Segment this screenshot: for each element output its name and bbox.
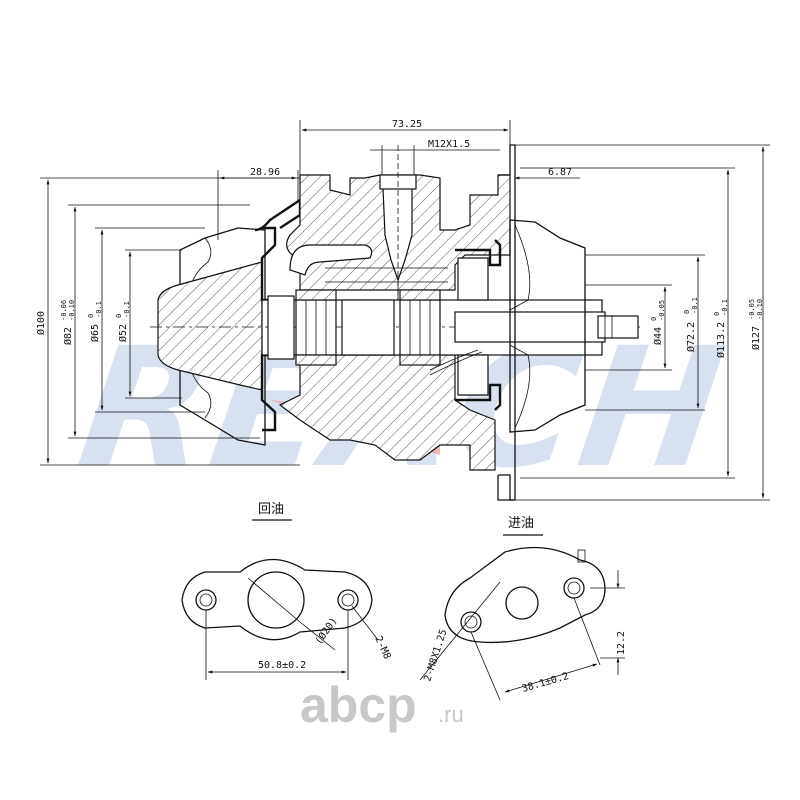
dim-d113: Ø113.2 xyxy=(715,322,727,358)
inlet-flange-height: 12.2 xyxy=(616,631,627,655)
dim-d113-tol-up: 0 xyxy=(713,312,721,316)
inlet-flange-title: 进油 xyxy=(508,516,534,531)
dim-d72-tol-up: 0 xyxy=(683,310,691,314)
dim-d65-tol-dn: -0.1 xyxy=(95,301,103,318)
dim-d52-tol-up: 0 xyxy=(115,314,123,318)
dim-d100: Ø100 xyxy=(35,311,47,335)
return-flange-title: 回油 xyxy=(258,502,284,517)
brand-logo-text: abcp xyxy=(300,677,417,733)
inlet-oil-flange: 进油 xyxy=(419,516,625,701)
dim-d127: Ø127 xyxy=(750,326,762,350)
inlet-flange-spacing: 38.1±0.2 xyxy=(521,671,570,695)
inlet-flange-bolt: 2-M8X1.25 xyxy=(422,628,449,683)
cartridge-section xyxy=(150,144,640,501)
dim-d44-tol-dn: -0.05 xyxy=(658,300,666,321)
dim-d82: Ø82 xyxy=(62,327,74,345)
dim-d127-tol-up: -0.05 xyxy=(748,299,756,320)
return-flange-bolt: 2-M8 xyxy=(372,635,392,661)
dim-d44-tol-up: 0 xyxy=(650,317,658,321)
return-flange-spacing: 50.8±0.2 xyxy=(258,660,306,671)
dim-right-offset: 6.87 xyxy=(548,167,572,178)
dim-d82-tol-up: -0.06 xyxy=(60,300,68,321)
dim-d72-tol-dn: -0.1 xyxy=(691,297,699,314)
dim-d52-tol-dn: -0.1 xyxy=(123,301,131,318)
dim-d72: Ø72.2 xyxy=(685,322,697,352)
brand-suffix: .ru xyxy=(438,702,464,727)
dim-d82-tol-dn: -0.10 xyxy=(68,300,76,321)
dim-left-offset: 28.96 xyxy=(250,167,280,178)
abcp-logo: abcp .ru xyxy=(300,677,464,733)
dim-d65: Ø65 xyxy=(89,324,101,342)
dim-top-length: 73.25 xyxy=(392,119,422,130)
dim-d113-tol-dn: -0.1 xyxy=(721,299,729,316)
dim-d127-tol-dn: -0.10 xyxy=(756,299,764,320)
dim-d65-tol-up: 0 xyxy=(87,314,95,318)
dim-thread: M12X1.5 xyxy=(428,139,470,150)
dim-d52: Ø52 xyxy=(117,324,129,342)
dimension-lines xyxy=(40,120,770,501)
dim-d44: Ø44 xyxy=(652,327,664,345)
return-oil-flange: 回油 xyxy=(181,502,379,680)
